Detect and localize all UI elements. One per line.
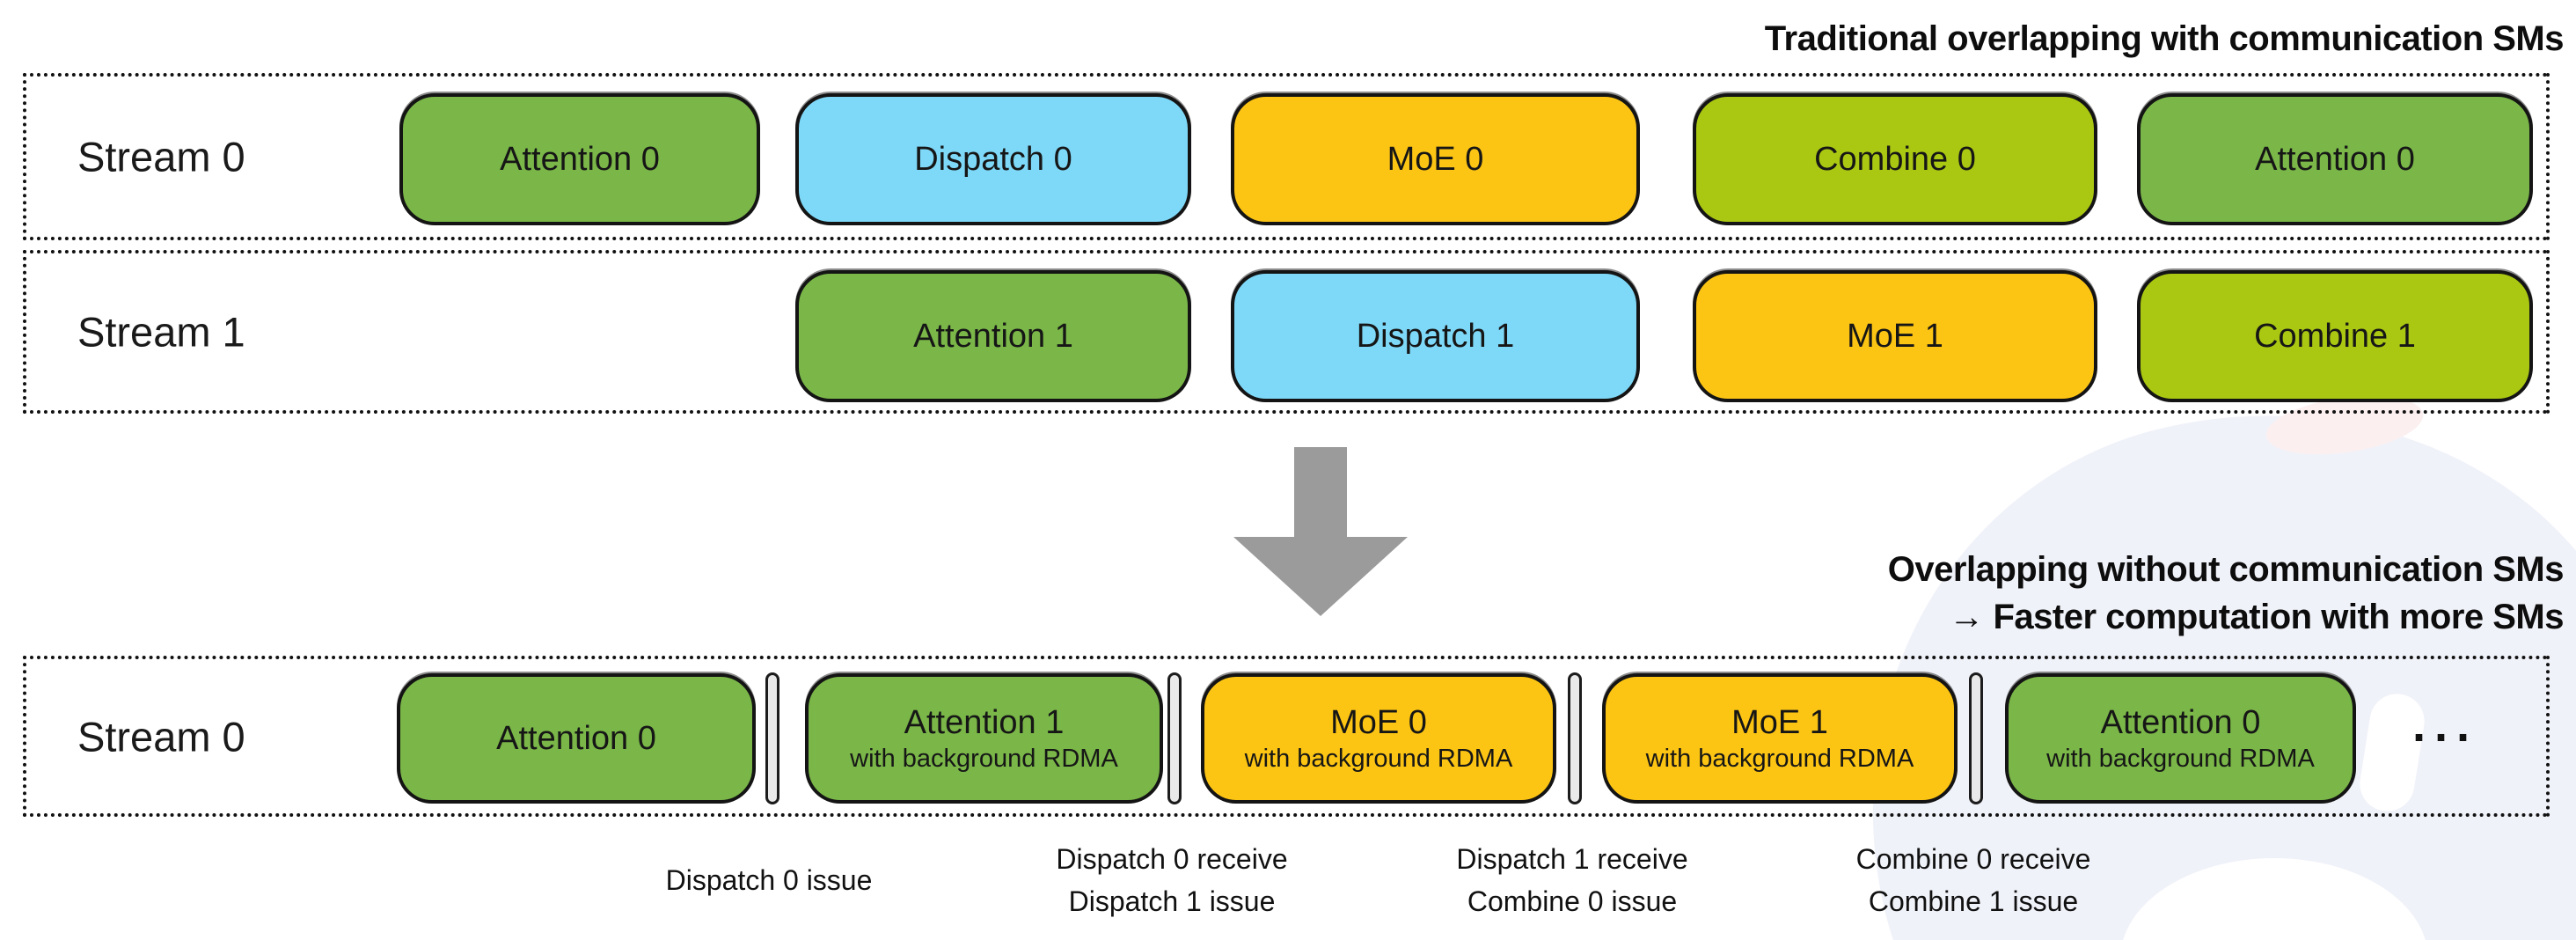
event-label-combine0-receive-combine1-issue: Combine 0 receive Combine 1 issue: [1745, 837, 2202, 923]
block-label: Attention 1: [913, 318, 1073, 355]
block-label: Attention 0: [500, 141, 660, 178]
block-label: MoE 0: [1330, 704, 1427, 741]
block-combine-0: Combine 0: [1693, 93, 2097, 225]
block-attention-1: Attention 1: [795, 270, 1191, 402]
event-label-line: Dispatch 0 receive: [1056, 843, 1288, 875]
block-attention-0: Attention 0: [399, 93, 760, 225]
event-label-dispatch1-receive-combine0-issue: Dispatch 1 receive Combine 0 issue: [1343, 837, 1801, 923]
caption-line-2: → Faster computation with more SMs: [1949, 598, 2564, 636]
block-sublabel: with background RDMA: [1645, 745, 1914, 773]
block-label: Attention 0: [2100, 704, 2261, 741]
event-label-line: Combine 0 issue: [1467, 885, 1678, 917]
stream-sync-separator: [1167, 672, 1182, 804]
block-attention-0-rdma: Attention 0 with background RDMA: [2005, 673, 2356, 804]
lane-label-stream0: Stream 0: [77, 133, 245, 180]
lane-label-stream0: Stream 0: [77, 713, 245, 760]
block-attention-1-rdma: Attention 1 with background RDMA: [805, 673, 1163, 804]
block-sublabel: with background RDMA: [850, 745, 1118, 773]
block-dispatch-1: Dispatch 1: [1231, 270, 1640, 402]
event-label-line: Dispatch 0 issue: [665, 864, 873, 896]
lane-stream0-traditional: Stream 0 Attention 0 Dispatch 0 MoE 0 Co…: [23, 73, 2550, 240]
caption-overlapping-without-sms: Overlapping without communication SMs → …: [1887, 546, 2565, 641]
block-moe-0: MoE 0: [1231, 93, 1640, 225]
down-arrow-shaft: [1294, 447, 1347, 538]
block-label: Attention 1: [904, 704, 1065, 741]
block-moe-1-rdma: MoE 1 with background RDMA: [1602, 673, 1958, 804]
caption-line-1: Overlapping without communication SMs: [1887, 550, 2565, 589]
block-label: Attention 0: [496, 720, 656, 757]
block-sublabel: with background RDMA: [2046, 745, 2315, 773]
continuation-ellipsis: ···: [2412, 711, 2478, 764]
stream-sync-separator: [765, 672, 779, 804]
block-label: Dispatch 0: [914, 141, 1072, 178]
block-label: Combine 0: [1814, 141, 1976, 178]
block-attention-0-next: Attention 0: [2137, 93, 2533, 225]
block-label: Combine 1: [2254, 318, 2416, 355]
event-label-line: Dispatch 1 issue: [1068, 885, 1276, 917]
stream-sync-separator: [1568, 672, 1582, 804]
caption-traditional-overlapping: Traditional overlapping with communicati…: [1764, 19, 2565, 58]
block-label: MoE 1: [1847, 318, 1943, 355]
event-label-line: Combine 1 issue: [1868, 885, 2079, 917]
block-moe-0-rdma: MoE 0 with background RDMA: [1201, 673, 1556, 804]
block-combine-1: Combine 1: [2137, 270, 2533, 402]
block-dispatch-0: Dispatch 0: [795, 93, 1191, 225]
event-label-dispatch0-issue: Dispatch 0 issue: [540, 837, 998, 923]
lane-stream0-overlapped: Stream 0 Attention 0 Attention 1 with ba…: [23, 656, 2550, 817]
block-label: Attention 0: [2255, 141, 2415, 178]
block-sublabel: with background RDMA: [1244, 745, 1513, 773]
stream-sync-separator: [1969, 672, 1983, 804]
block-label: Dispatch 1: [1356, 318, 1515, 355]
lane-stream1-traditional: Stream 1 Attention 1 Dispatch 1 MoE 1 Co…: [23, 250, 2550, 414]
event-label-dispatch0-receive-dispatch1-issue: Dispatch 0 receive Dispatch 1 issue: [943, 837, 1401, 923]
block-label: MoE 1: [1731, 704, 1828, 741]
block-moe-1: MoE 1: [1693, 270, 2097, 402]
event-label-line: Combine 0 receive: [1855, 843, 2091, 875]
block-label: MoE 0: [1387, 141, 1484, 178]
event-label-line: Dispatch 1 receive: [1456, 843, 1688, 875]
lane-label-stream1: Stream 1: [77, 308, 245, 356]
down-arrow-icon: [1233, 537, 1408, 616]
block-attention-0: Attention 0: [397, 673, 756, 804]
